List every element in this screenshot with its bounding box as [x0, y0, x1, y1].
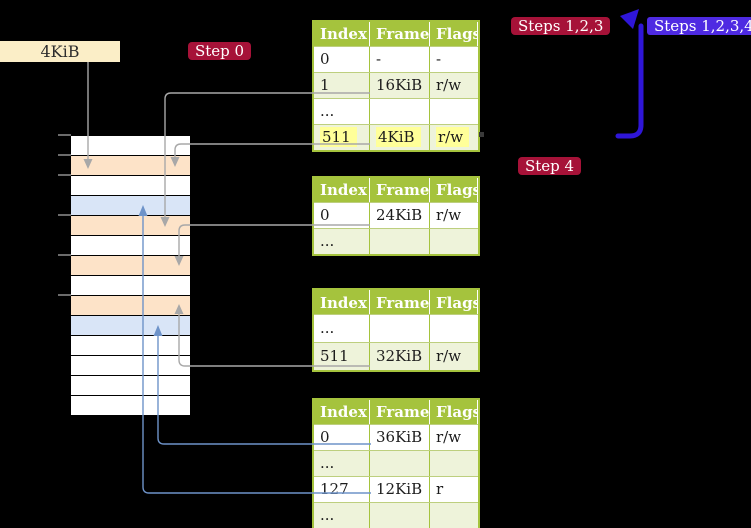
memory-row-mapped-frame	[71, 196, 190, 216]
shortcut-arrowhead	[620, 9, 639, 29]
physical-memory-column	[71, 135, 190, 416]
highlighted-value: 511	[320, 127, 357, 147]
memory-row-free	[71, 356, 190, 376]
step4-badge: Step 4	[518, 157, 582, 175]
column-header: Index	[314, 290, 370, 314]
table-cell	[370, 315, 430, 342]
table-cell: 511	[314, 125, 370, 150]
table-cell: 127	[314, 477, 370, 502]
table-row: 511 4KiB r/w	[314, 124, 478, 150]
memory-row-free	[71, 236, 190, 256]
frame-size-label: 4KiB	[0, 41, 120, 62]
table-cell	[370, 99, 430, 124]
table-cell: 12KiB	[370, 477, 430, 502]
table-cell: ...	[314, 315, 370, 342]
table-cell	[430, 315, 478, 342]
table-cell	[430, 451, 478, 476]
table-cell: 0	[314, 203, 370, 228]
table-cell: 4KiB	[370, 125, 430, 150]
memory-row-free	[71, 176, 190, 196]
column-header: Frame	[370, 178, 430, 202]
table-cell	[430, 503, 478, 528]
table-cell	[370, 229, 430, 254]
table-cell: ...	[314, 503, 370, 528]
memory-row-free	[71, 376, 190, 396]
table-cell: -	[370, 47, 430, 72]
table-cell: r/w	[430, 125, 478, 150]
highlighted-value: 4KiB	[376, 127, 421, 147]
highlighted-value: r/w	[436, 127, 470, 147]
memory-row-free	[71, 276, 190, 296]
table-cell: 36KiB	[370, 425, 430, 450]
memory-row-free	[71, 396, 190, 416]
table-cell: 511	[314, 343, 370, 370]
table-cell: 0	[314, 47, 370, 72]
column-header: Flags	[430, 22, 478, 46]
step0-badge: Step 0	[188, 42, 252, 60]
memory-row-mapped-frame	[71, 316, 190, 336]
table-cell: r/w	[436, 76, 462, 94]
table-row: ...	[314, 98, 478, 124]
memory-row-free	[71, 136, 190, 156]
table-cell: 24KiB	[370, 203, 430, 228]
table-cell: 16KiB	[370, 73, 430, 98]
table-cell	[370, 451, 430, 476]
table-cell: 1	[314, 73, 370, 98]
column-header: Flags	[430, 290, 478, 314]
column-header: Flags	[430, 400, 478, 424]
steps-1234-badge: Steps 1,2,3,4	[647, 17, 751, 35]
steps-123-badge: Steps 1,2,3	[511, 17, 611, 35]
memory-ticks	[58, 134, 71, 296]
table-cell	[370, 503, 430, 528]
table-row: 0--	[314, 46, 478, 72]
table-cell: r/w	[436, 347, 462, 365]
table-cell: ...	[314, 229, 370, 254]
translation-shortcut-arrow	[615, 23, 644, 139]
table-cell: r/w	[436, 428, 462, 446]
table-cell	[430, 229, 478, 254]
column-header: Flags	[430, 178, 478, 202]
column-header: Frame	[370, 22, 430, 46]
column-header: Index	[314, 400, 370, 424]
memory-row-page-table	[71, 256, 190, 276]
memory-row-free	[71, 336, 190, 356]
column-header: Index	[314, 22, 370, 46]
table-cell: 0	[314, 425, 370, 450]
memory-row-page-table	[71, 296, 190, 316]
table-cell: 32KiB	[370, 343, 430, 370]
table-cell: ...	[314, 451, 370, 476]
table-row: ...	[314, 450, 478, 476]
table-row: ...	[314, 502, 478, 528]
column-header: Index	[314, 178, 370, 202]
table-cell: r/w	[436, 206, 462, 224]
table-cell: -	[436, 50, 442, 68]
table-row: ...	[314, 228, 478, 254]
memory-row-page-table	[71, 156, 190, 176]
table-row: ...	[314, 314, 478, 342]
table-cell: ...	[314, 99, 370, 124]
table-cell: r	[436, 480, 444, 498]
column-header: Frame	[370, 400, 430, 424]
column-header: Frame	[370, 290, 430, 314]
table-cell	[430, 99, 478, 124]
memory-row-page-table	[71, 216, 190, 236]
